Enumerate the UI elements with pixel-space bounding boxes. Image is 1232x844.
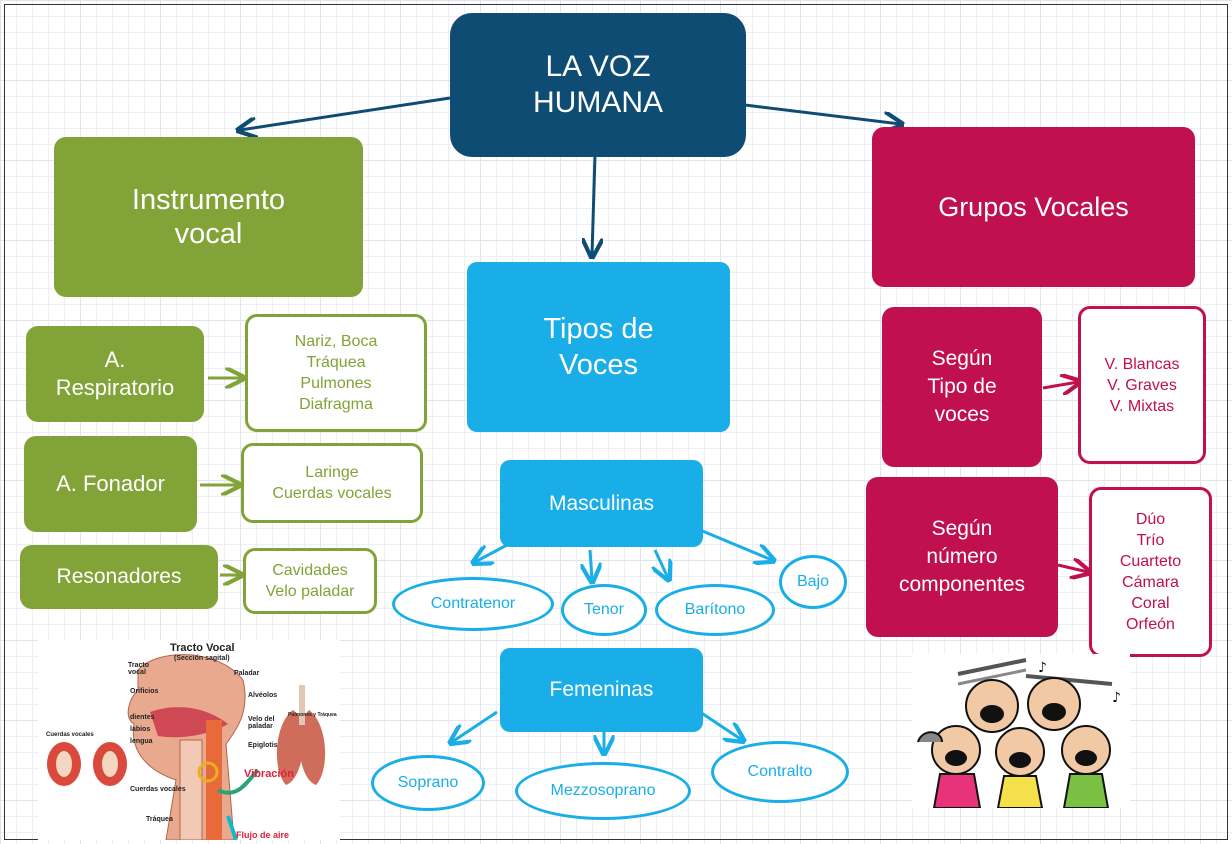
- vocal-tract-illustration: Tracto Vocal (Sección sagital) Tracto vo…: [38, 640, 340, 840]
- tracto-title: Tracto Vocal: [170, 642, 235, 654]
- label-labios: labios: [130, 726, 151, 733]
- voice-contratenor: Contratenor: [392, 577, 554, 631]
- label-velo: Velo del paladar: [248, 716, 275, 730]
- componentes-node: Según número componentes: [866, 477, 1058, 637]
- voice-mezzosoprano: Mezzosoprano: [515, 762, 691, 820]
- voice-contralto: Contralto: [711, 741, 849, 803]
- voice-tenor: Tenor: [561, 584, 647, 636]
- label-alveolos: Alvéolos: [248, 692, 278, 699]
- respiratorio-node: A. Respiratorio: [26, 326, 204, 422]
- label-vibracion: Vibración: [244, 768, 294, 780]
- arrow-tenor: [590, 549, 592, 580]
- voice-bajo: Bajo: [779, 555, 847, 609]
- tipos-voces-node: Tipos de Voces: [467, 262, 730, 432]
- arrow-root-tipos: [592, 154, 595, 255]
- svg-text:♪: ♪: [1038, 660, 1047, 676]
- label-traquea: Tráquea: [146, 816, 173, 823]
- fonador-detail: Laringe Cuerdas vocales: [241, 443, 423, 523]
- label-pulmones: Pulmones y Tráquea: [288, 712, 337, 718]
- arrow-root-instrumento: [240, 96, 451, 130]
- arrow-componentes: [1057, 565, 1088, 572]
- resonadores-node: Resonadores: [20, 545, 218, 609]
- grupos-vocales-node: Grupos Vocales: [872, 127, 1195, 287]
- voice-soprano: Soprano: [371, 755, 485, 811]
- arrow-baritono: [655, 549, 668, 578]
- svg-text:♪: ♪: [1112, 690, 1121, 706]
- vocal-tract-drawing: [47, 654, 326, 840]
- femeninas-node: Femeninas: [500, 648, 703, 732]
- arrow-tipo-voces: [1042, 382, 1078, 388]
- root-node: LA VOZ HUMANA: [450, 13, 746, 157]
- label-flujo: Flujo de aire: [236, 830, 290, 840]
- tipo-voces-detail: V. Blancas V. Graves V. Mixtas: [1078, 306, 1206, 464]
- resonadores-detail: Cavidades Velo paladar: [243, 548, 377, 614]
- fonador-node: A. Fonador: [24, 436, 197, 532]
- label-epiglotis: Epiglotis: [248, 742, 278, 749]
- tipo-voces-node: Según Tipo de voces: [882, 307, 1042, 467]
- componentes-detail: Dúo Trío Cuarteto Cámara Coral Orfeón: [1089, 487, 1212, 657]
- instrumento-vocal-node: Instrumento vocal: [54, 137, 363, 297]
- arrow-soprano: [452, 710, 498, 742]
- choir-illustration: ♪ ♪: [912, 654, 1130, 809]
- arrow-bajo: [699, 528, 772, 560]
- label-cuerdas-title: Cuerdas vocales: [46, 732, 94, 738]
- label-orificios: Orificios: [130, 688, 159, 695]
- label-cuerdas-vocales: Cuerdas vocales: [130, 786, 186, 793]
- canvas-frame: [4, 4, 1228, 840]
- label-dientes: dientes: [130, 714, 155, 721]
- label-paladar: Paladar: [234, 670, 260, 677]
- respiratorio-detail: Nariz, Boca Tráquea Pulmones Diafragma: [245, 314, 427, 432]
- tracto-subtitle: (Sección sagital): [174, 655, 230, 662]
- masculinas-node: Masculinas: [500, 460, 703, 547]
- arrow-contralto: [699, 710, 742, 740]
- label-tracto-vocal: Tracto vocal: [128, 662, 150, 676]
- choir-drawing: ♪ ♪: [917, 658, 1121, 809]
- arrow-contratenor: [475, 543, 508, 562]
- arrow-root-grupos: [744, 103, 900, 124]
- label-lengua: lengua: [130, 738, 153, 745]
- voice-baritono: Barítono: [655, 584, 775, 636]
